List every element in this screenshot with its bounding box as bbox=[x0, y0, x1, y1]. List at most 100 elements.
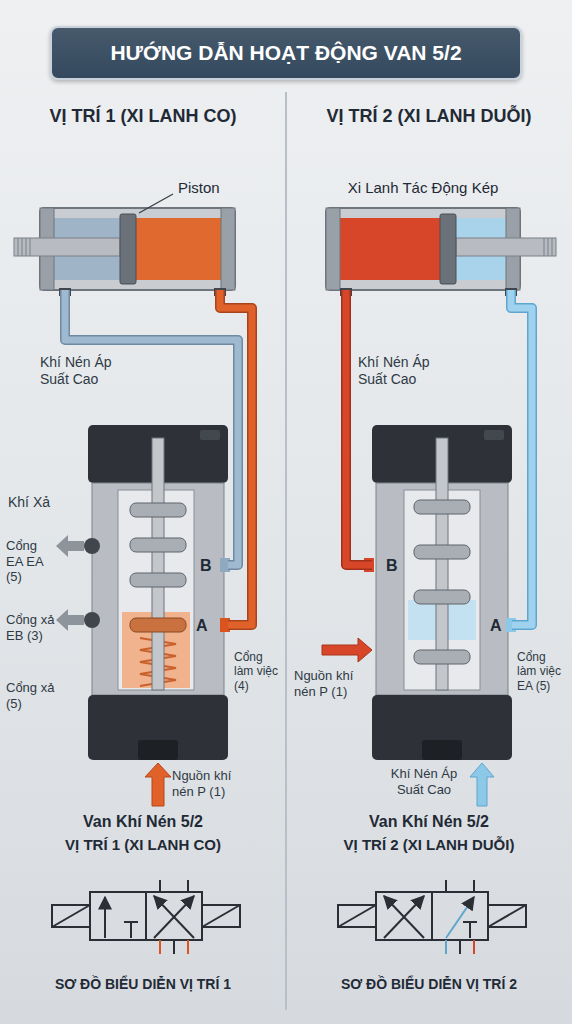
valve-body: BA bbox=[372, 425, 512, 760]
valve-symbol bbox=[202, 905, 240, 927]
valve-symbol bbox=[52, 905, 90, 927]
cylinder: Piston bbox=[40, 208, 235, 290]
valve-caption: Van Khí Nén 5/2 bbox=[3, 812, 283, 831]
flow-label: Khí Nén Áp Suất Cao bbox=[378, 766, 470, 797]
cylinder-illustration bbox=[18, 238, 30, 256]
port-label: Cổng làm việc EA (5) bbox=[517, 650, 567, 693]
symbol-caption: SƠ ĐỒ BIỂU DIỄN VỊ TRÍ 2 bbox=[289, 976, 569, 993]
valve-illustration bbox=[484, 430, 504, 440]
cylinder-illustration bbox=[326, 208, 340, 290]
valve-illustration bbox=[414, 650, 470, 664]
part-label: Xi Lanh Tác Động Kép bbox=[316, 179, 530, 197]
port-label: Cổng xả EB (3) bbox=[6, 612, 56, 643]
cylinder-illustration bbox=[440, 214, 456, 284]
valve-symbol bbox=[338, 880, 526, 954]
title-banner: HƯỚNG DẪN HOẠT ĐỘNG VAN 5/2 bbox=[50, 26, 522, 80]
valve-symbol bbox=[445, 880, 447, 892]
pipe-connector bbox=[346, 290, 372, 565]
valve-illustration bbox=[422, 740, 462, 760]
cylinder: Xi Lanh Tác Động Kép bbox=[326, 208, 520, 290]
valve-symbol bbox=[376, 892, 432, 940]
cylinder-illustration bbox=[544, 238, 552, 256]
valve-symbol bbox=[488, 905, 526, 927]
port-letter: B bbox=[386, 556, 398, 575]
cylinder-illustration bbox=[14, 194, 235, 296]
port-label: Cổng làm việc (4) bbox=[234, 650, 283, 693]
valve-symbol bbox=[146, 892, 202, 940]
cylinder-illustration bbox=[221, 208, 235, 290]
position-heading: VỊ TRÍ 2 (XI LANH DUỖI) bbox=[289, 106, 569, 128]
valve-illustration bbox=[322, 425, 516, 806]
pipe-outline bbox=[346, 290, 372, 565]
divider-line bbox=[285, 92, 287, 1010]
valve-symbol bbox=[202, 905, 240, 927]
valve-illustration bbox=[145, 763, 171, 806]
flow-label: Khí Nén Áp Suất Cao bbox=[40, 354, 144, 388]
valve-illustration bbox=[130, 538, 186, 552]
valve-illustration bbox=[414, 545, 470, 559]
pipe-line bbox=[65, 290, 238, 565]
valve-symbol bbox=[446, 897, 474, 938]
valve-illustration bbox=[138, 740, 178, 760]
valve-illustration bbox=[88, 695, 228, 760]
valve-symbol bbox=[159, 940, 161, 954]
valve-caption: VỊ TRÍ 2 (XI LANH DUỖI) bbox=[289, 836, 569, 854]
valve-symbol bbox=[104, 897, 106, 938]
valve-illustration bbox=[414, 500, 470, 514]
valve-symbol bbox=[52, 880, 240, 954]
valve-illustration bbox=[84, 612, 100, 628]
port-label: Cổng EA EA (5) bbox=[6, 538, 56, 585]
cylinder-illustration bbox=[326, 208, 556, 296]
port-letter: A bbox=[490, 616, 502, 635]
valve-symbol bbox=[338, 905, 376, 927]
cylinder-illustration bbox=[14, 238, 120, 256]
cylinder-illustration bbox=[136, 218, 221, 280]
valve-body: BA bbox=[88, 425, 228, 760]
valve-illustration bbox=[470, 763, 494, 806]
valve-illustration bbox=[56, 535, 84, 557]
valve-symbol bbox=[52, 905, 90, 927]
pipe-line bbox=[346, 290, 372, 565]
valve-symbol bbox=[445, 940, 447, 954]
valve-symbol bbox=[473, 880, 475, 892]
valve-symbol bbox=[187, 940, 189, 954]
port-label: Nguồn khí nén P (1) bbox=[294, 668, 368, 699]
port-letter: B bbox=[200, 556, 212, 575]
valve-illustration bbox=[414, 590, 470, 604]
port-label: Cổng xả (5) bbox=[6, 680, 60, 711]
valve-symbol bbox=[130, 922, 132, 938]
valve-illustration bbox=[130, 618, 186, 632]
valve-illustration bbox=[152, 438, 164, 690]
port-label: Nguồn khí nén P (1) bbox=[172, 768, 256, 799]
valve-illustration bbox=[130, 573, 186, 587]
valve-symbol bbox=[432, 892, 488, 940]
port-letter: A bbox=[196, 616, 208, 635]
cylinder-illustration bbox=[139, 194, 173, 213]
part-label: Piston bbox=[178, 179, 220, 197]
valve-symbol bbox=[338, 905, 376, 927]
symbol-caption: SƠ ĐỒ BIỂU DIỄN VỊ TRÍ 1 bbox=[3, 976, 283, 993]
valve-symbol bbox=[488, 905, 526, 927]
valve-illustration bbox=[200, 430, 220, 440]
valve-symbol bbox=[124, 921, 138, 923]
valve-symbol bbox=[173, 940, 175, 954]
valve-symbol bbox=[473, 940, 475, 954]
valve-illustration bbox=[322, 638, 372, 662]
valve-illustration bbox=[372, 695, 512, 760]
valve-symbol bbox=[384, 896, 424, 938]
valve-symbol bbox=[187, 880, 189, 892]
valve-symbol bbox=[463, 921, 477, 923]
valve-symbol bbox=[459, 940, 461, 954]
valve-symbol bbox=[154, 896, 194, 938]
valve-illustration bbox=[56, 609, 84, 631]
valve-symbol bbox=[384, 896, 424, 938]
valve-illustration bbox=[84, 538, 100, 554]
valve-caption: Van Khí Nén 5/2 bbox=[289, 812, 569, 831]
valve-illustration bbox=[130, 503, 186, 517]
pipe-line bbox=[511, 290, 532, 625]
pipe-outline bbox=[65, 290, 238, 565]
valve-caption: VỊ TRÍ 1 (XI LANH CO) bbox=[3, 836, 283, 854]
